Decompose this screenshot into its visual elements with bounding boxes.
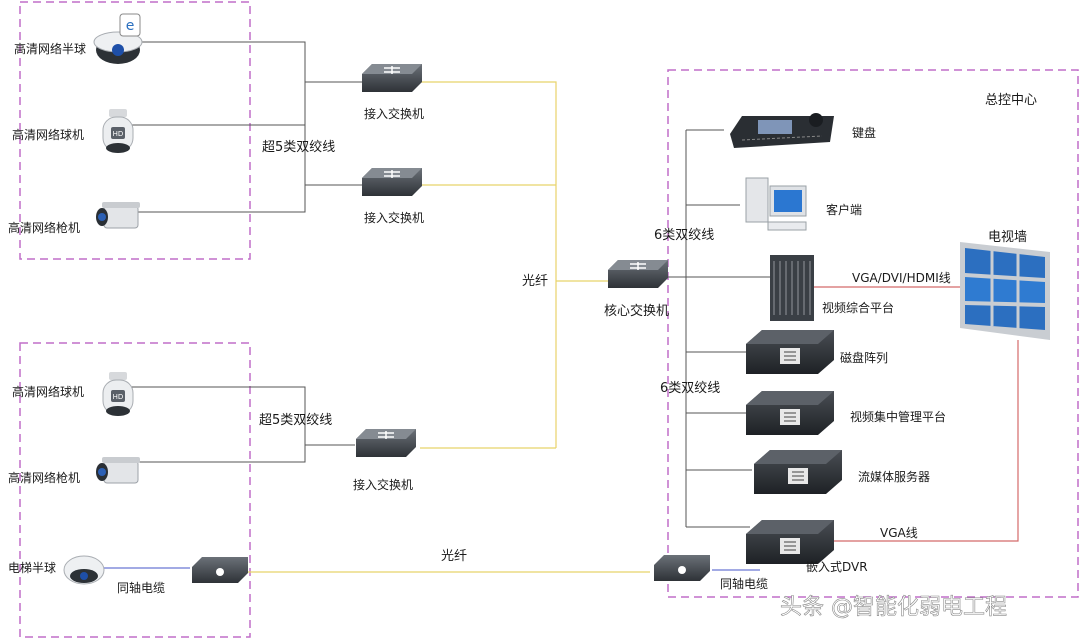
switch-icon xyxy=(355,428,417,458)
cable-label: 6类双绞线 xyxy=(660,380,720,396)
control-center-title: 总控中心 xyxy=(985,93,1037,108)
dome-camera-label: 高清网络半球 xyxy=(14,41,86,56)
ptz-camera-label: 高清网络球机 xyxy=(12,127,84,142)
bullet-camera-label: 高清网络枪机 xyxy=(8,470,80,485)
zone-top-left xyxy=(19,1,251,260)
top-zone-wiring xyxy=(128,41,362,463)
server-icon xyxy=(745,390,835,436)
cable-label: 超5类双绞线 xyxy=(262,139,335,155)
ptz-camera-label: 高清网络球机 xyxy=(12,384,84,399)
bullet-camera-icon xyxy=(95,201,141,229)
cable-label: VGA线 xyxy=(880,526,918,540)
video-wall-label: 电视墙 xyxy=(988,230,1027,245)
av-links xyxy=(812,286,1019,542)
streaming-label: 流媒体服务器 xyxy=(858,469,930,484)
ptz-camera-icon xyxy=(102,108,134,154)
access-switch-label: 接入交换机 xyxy=(353,477,413,492)
switch-icon xyxy=(361,167,423,197)
core-switch-label: 核心交换机 xyxy=(604,303,669,319)
watermark: 头条 @智能化弱电工程 xyxy=(780,595,1008,621)
disk-array-icon xyxy=(745,329,835,375)
cable-label: 6类双绞线 xyxy=(654,227,714,243)
dvr-icon xyxy=(745,519,835,565)
svg-text:e: e xyxy=(126,18,135,34)
disk-array-label: 磁盘阵列 xyxy=(840,350,888,365)
fiber-links xyxy=(248,81,650,573)
cable-label: 光纤 xyxy=(522,274,548,289)
client-label: 客户端 xyxy=(826,202,862,217)
bullet-camera-icon xyxy=(95,456,141,484)
cable-label: 光纤 xyxy=(441,549,467,564)
video-wall-icon xyxy=(960,242,1050,340)
server-icon xyxy=(753,449,843,495)
coax-converter-icon xyxy=(192,557,248,583)
bullet-camera-label: 高清网络枪机 xyxy=(8,220,80,235)
ptz-camera-icon xyxy=(102,371,134,417)
coax-converter-icon xyxy=(654,555,710,581)
access-switch-label: 接入交换机 xyxy=(364,106,424,121)
elevator-dome-icon xyxy=(63,555,105,585)
zone-bottom-left xyxy=(19,342,251,638)
keyboard-label: 键盘 xyxy=(852,125,876,140)
core-switch-icon xyxy=(607,259,669,289)
switch-icon xyxy=(361,63,423,93)
dome-camera-icon: e xyxy=(93,13,143,64)
elevator-dome-label: 电梯半球 xyxy=(8,561,56,575)
keyboard-icon xyxy=(730,113,834,148)
watermark-text: 头条 @智能化弱电工程 xyxy=(780,595,1007,620)
access-switch-label: 接入交换机 xyxy=(364,210,424,225)
control-bus xyxy=(666,129,770,528)
cable-label: 同轴电缆 xyxy=(720,576,768,591)
video-platform-label: 视频综合平台 xyxy=(822,300,894,315)
cable-label: 超5类双绞线 xyxy=(259,412,332,428)
video-platform-icon xyxy=(770,255,814,321)
cable-label: VGA/DVI/HDMI线 xyxy=(852,271,951,285)
client-pc-icon xyxy=(745,177,807,231)
coax-links xyxy=(100,567,760,571)
cable-label: 同轴电缆 xyxy=(117,580,165,595)
dvr-label: 嵌入式DVR xyxy=(806,560,868,574)
video-mgmt-label: 视频集中管理平台 xyxy=(850,409,946,424)
